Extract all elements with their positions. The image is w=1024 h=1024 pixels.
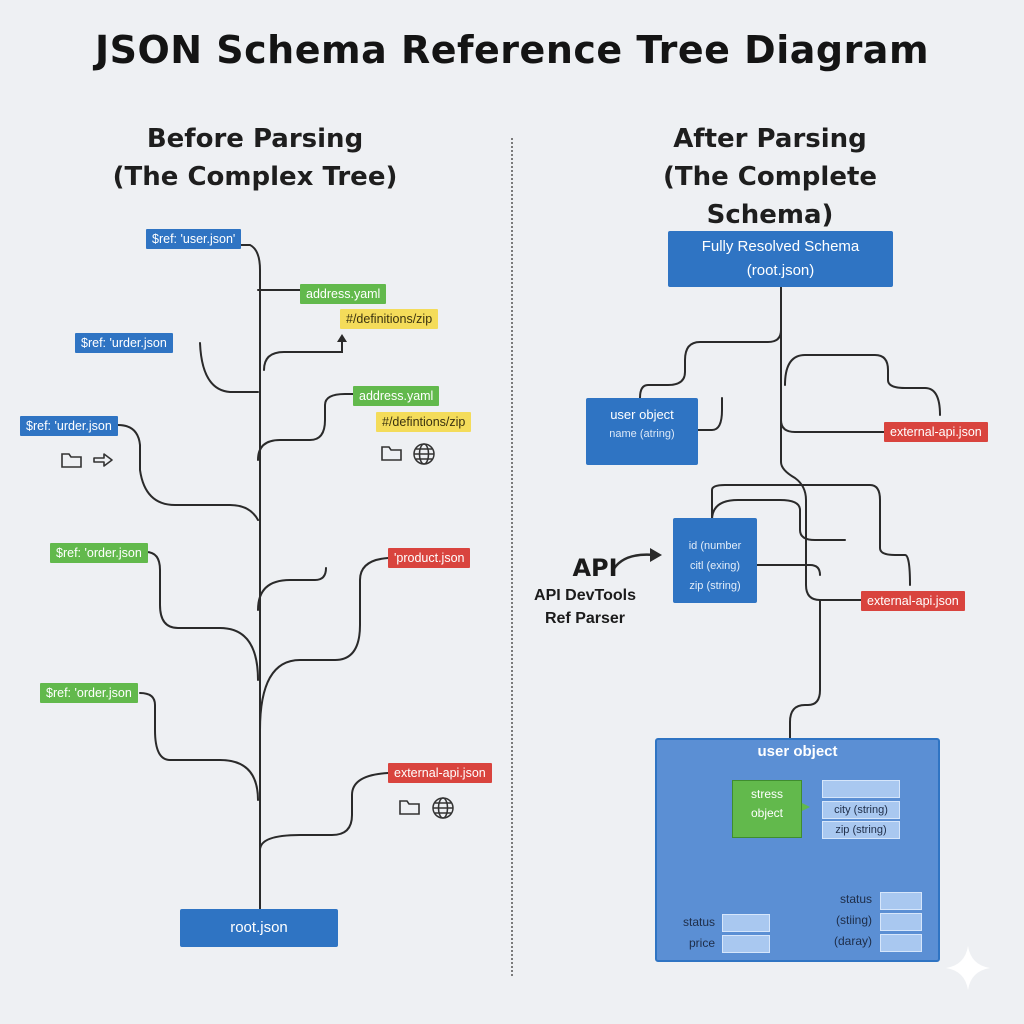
folder-icon [399, 800, 420, 815]
right-heading-line1: After Parsing [673, 124, 867, 154]
price-left-label: price [688, 936, 715, 950]
definitions-zip-tag-1[interactable]: #/definitions/zip [340, 309, 439, 329]
middle-field-citl: citl (exing) [689, 560, 741, 572]
external-api-tag-right-1[interactable]: external-api.json [884, 422, 988, 442]
sparkle-icon [946, 946, 990, 990]
left-heading: Before Parsing (The Complex Tree) [95, 120, 415, 196]
status-right-slot [880, 892, 922, 910]
ref-parser-line1: API DevTools [534, 587, 636, 604]
globe-icon [432, 797, 454, 819]
left-heading-line2: (The Complex Tree) [112, 162, 398, 192]
left-heading-line1: Before Parsing [146, 124, 364, 154]
price-left-slot [722, 935, 770, 953]
address-object-line2: object [750, 806, 784, 820]
user-object-field: name (atring) [609, 428, 675, 440]
status-right-label: status [839, 892, 872, 906]
middle-fields-box[interactable]: id (number citl (exing) zip (string) [673, 518, 757, 603]
arrow-icon [93, 453, 113, 467]
zip-field: zip (string) [822, 821, 900, 839]
folder-icon [381, 446, 402, 461]
ref-parser-label: API DevTools Ref Parser [525, 584, 645, 630]
panel-title: user object [757, 743, 838, 760]
daray-right-label: (daray) [833, 934, 872, 948]
root-json-label: root.json [230, 919, 288, 936]
user-object-box[interactable]: user object name (atring) [586, 398, 698, 465]
external-api-tag-left[interactable]: external-api.json [388, 763, 492, 783]
resolved-schema-line2: (root.json) [746, 262, 815, 279]
address-object-box[interactable]: stress object [732, 780, 802, 838]
column-divider [511, 138, 513, 976]
resolved-schema-line1: Fully Resolved Schema [701, 238, 860, 255]
product-json-tag[interactable]: 'product.json [388, 548, 471, 568]
address-object-line1: stress [750, 787, 783, 801]
diagram-title: JSON Schema Reference Tree Diagram [94, 28, 930, 72]
middle-field-zip: zip (string) [689, 580, 741, 592]
root-json-box[interactable]: root.json [180, 909, 338, 947]
user-object-title: user object [610, 407, 674, 422]
api-big-label: API [572, 554, 618, 582]
stiing-right-slot [880, 913, 922, 931]
ref-urder-tag-2[interactable]: $ref: 'urder.json [20, 416, 118, 436]
resolved-schema-box[interactable]: Fully Resolved Schema (root.json) [668, 231, 893, 287]
ref-order-tag-1[interactable]: $ref: 'order.json [50, 543, 148, 563]
city-field: city (string) [822, 801, 900, 819]
middle-field-id: id (number [688, 540, 742, 552]
ref-user-tag[interactable]: $ref: 'user.json' [146, 229, 242, 249]
stiing-right-label: (stiing) [835, 913, 872, 927]
globe-icon [413, 443, 435, 465]
empty-slot [822, 780, 900, 798]
definitions-zip-tag-2[interactable]: #/defintions/zip [376, 412, 472, 432]
ref-order-tag-2[interactable]: $ref: 'order.json [40, 683, 138, 703]
right-heading: After Parsing (The Complete Schema) [600, 120, 940, 234]
address-yaml-tag-1[interactable]: address.yaml [300, 284, 387, 304]
status-left-label: status [682, 915, 715, 929]
status-left-slot [722, 914, 770, 932]
right-heading-line2: (The Complete Schema) [662, 162, 878, 230]
triangle-pointer-icon [802, 803, 810, 811]
ref-parser-line2: Ref Parser [544, 610, 626, 627]
daray-right-slot [880, 934, 922, 952]
folder-icon [61, 453, 82, 468]
external-api-tag-right-2[interactable]: external-api.json [861, 591, 965, 611]
address-yaml-tag-2[interactable]: address.yaml [353, 386, 440, 406]
ref-urder-tag-1[interactable]: $ref: 'urder.json [75, 333, 173, 353]
